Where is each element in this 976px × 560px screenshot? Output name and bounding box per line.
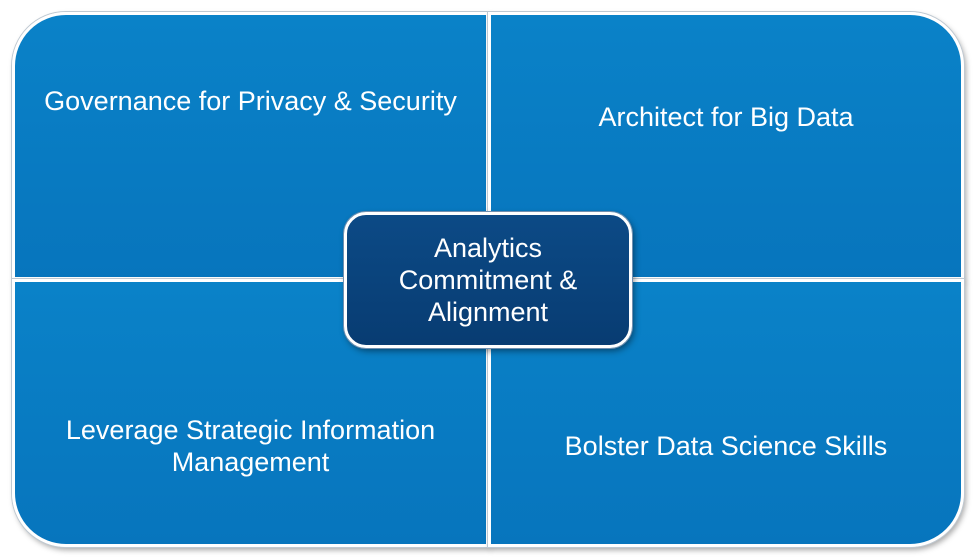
quadrant-bottom-right-label: Bolster Data Science Skills	[564, 431, 888, 461]
quadrant-top-right-label: Architect for Big Data	[598, 102, 854, 132]
quadrant-bottom-left-label: Leverage Strategic Information Managemen…	[65, 415, 436, 477]
quadrant-top-right: Architect for Big Data	[488, 12, 964, 280]
quadrant-top-left-label: Governance for Privacy & Security	[44, 86, 457, 116]
center-box: Analytics Commitment & Alignment	[344, 212, 632, 348]
center-label: Analytics Commitment & Alignment	[398, 233, 578, 327]
quadrant-top-left: Governance for Privacy & Security	[12, 12, 489, 280]
